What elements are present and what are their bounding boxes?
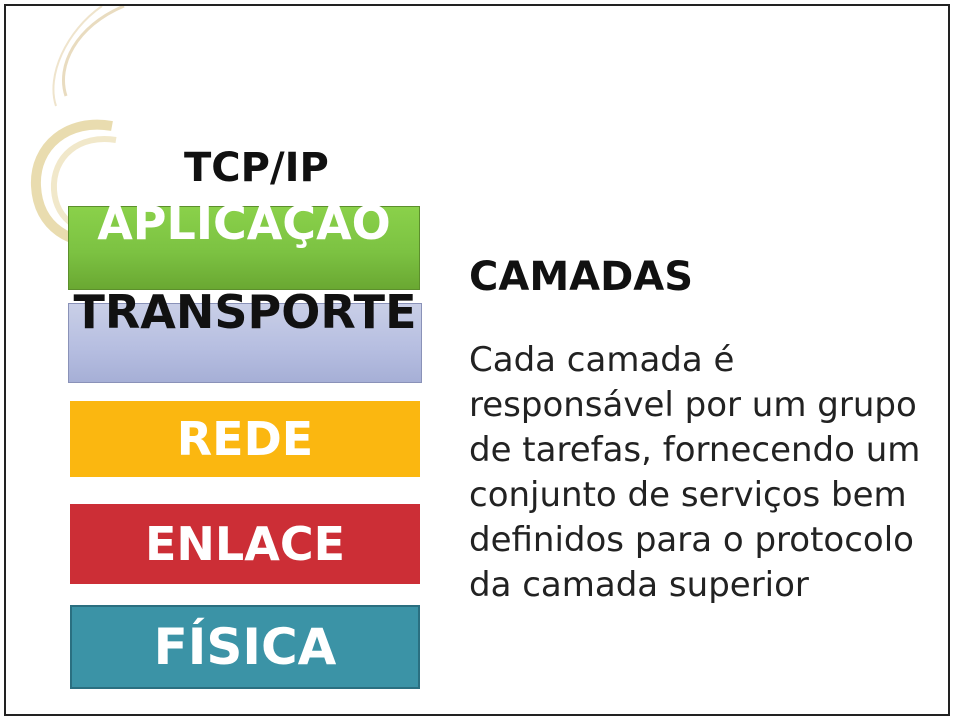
layer-application-label: APLICAÇÃO (97, 196, 391, 250)
layer-physical-label: FÍSICA (153, 618, 337, 676)
layer-network-label: REDE (176, 412, 314, 466)
slide: TCP/IP APLICAÇÃO TRANSPORTE REDE ENLACE … (4, 4, 950, 716)
section-heading: CAMADAS (469, 254, 694, 300)
layer-network: REDE (70, 401, 420, 477)
diagram-title: TCP/IP (184, 145, 329, 191)
layer-application: APLICAÇÃO (68, 199, 420, 290)
layer-physical: FÍSICA (70, 605, 420, 689)
description-text: Cada camada é responsável por um grupo d… (469, 340, 921, 605)
layer-transport-label: TRANSPORTE (73, 285, 417, 339)
layer-link: ENLACE (70, 504, 420, 584)
layer-transport: TRANSPORTE (68, 288, 422, 383)
layer-link-label: ENLACE (144, 517, 345, 571)
